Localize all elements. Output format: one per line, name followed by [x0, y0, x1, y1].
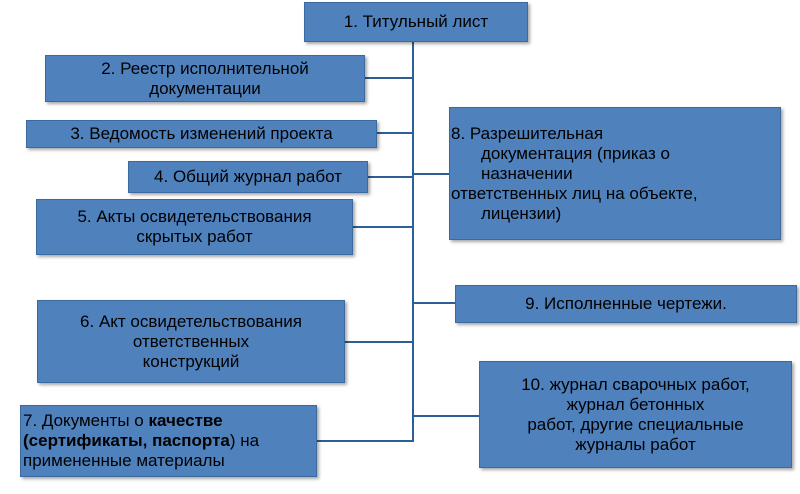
structures-label-1: 6. Акт освидетельствования: [80, 311, 302, 331]
hidden-works-label-1: 5. Акты освидетельствования: [77, 207, 312, 226]
special-logs-label-3: работ, другие специальные: [527, 414, 744, 434]
quality-docs-pre: 7. Документы о: [23, 411, 149, 430]
connector-b9: [413, 302, 455, 304]
permits-label-1: 8. Разрешительная: [451, 123, 604, 143]
structures-label-3: конструкций: [142, 351, 240, 371]
trunk-lower: [412, 420, 414, 441]
structures-box: 6. Акт освидетельствования ответственных…: [37, 300, 345, 383]
connector-b4: [368, 176, 413, 178]
title-page-box: 1. Титульный лист: [304, 2, 528, 42]
connector-b10: [413, 415, 479, 417]
as-built-box: 9. Исполненные чертежи.: [455, 285, 797, 323]
special-logs-box: 10. журнал сварочных работ, журнал бетон…: [479, 361, 792, 468]
permits-label-4: ответственных лиц на объекте,: [451, 183, 698, 203]
change-sheet-box: 3. Ведомость изменений проекта: [26, 120, 377, 148]
connector-b7: [317, 440, 414, 442]
quality-docs-label-1: 7. Документы о качестве: [23, 411, 316, 431]
registry-label-2: документации: [149, 78, 261, 98]
connector-b8: [413, 173, 449, 175]
quality-docs-box: 7. Документы о качестве (сертификаты, па…: [20, 405, 317, 477]
trunk-connector: [412, 42, 414, 420]
connector-b2: [365, 77, 413, 79]
permits-label-5: лицензии): [481, 203, 562, 223]
quality-docs-post: ) на: [229, 431, 260, 450]
quality-docs-label-3: примененные материалы: [23, 451, 225, 470]
registry-box: 2. Реестр исполнительной документации: [45, 55, 365, 102]
title-page-label: 1. Титульный лист: [343, 12, 489, 31]
quality-docs-bold-2: (сертификаты, паспорта: [23, 431, 230, 450]
hidden-works-label-2: скрытых работ: [136, 227, 253, 246]
permits-label-2: документация (приказ о: [481, 143, 670, 163]
general-log-label: 4. Общий журнал работ: [154, 167, 342, 186]
permits-label-3: назначении: [481, 163, 573, 183]
connector-b3: [377, 132, 413, 134]
quality-docs-label-2: (сертификаты, паспорта) на: [23, 431, 316, 451]
special-logs-label-4: журналы работ: [575, 434, 696, 454]
hidden-works-box: 5. Акты освидетельствования скрытых рабо…: [36, 199, 353, 255]
special-logs-label-1: 10. журнал сварочных работ,: [521, 374, 750, 394]
registry-label-1: 2. Реестр исполнительной: [101, 58, 309, 78]
quality-docs-bold-1: качестве: [148, 411, 223, 430]
as-built-label: 9. Исполненные чертежи.: [525, 294, 727, 313]
structures-label-2: ответственных: [132, 331, 250, 351]
connector-b6: [345, 341, 413, 343]
permits-box: 8. Разрешительная документация (приказ о…: [449, 107, 781, 240]
connector-b5: [353, 226, 413, 228]
general-log-box: 4. Общий журнал работ: [128, 161, 368, 193]
change-sheet-label: 3. Ведомость изменений проекта: [70, 124, 333, 143]
special-logs-label-2: журнал бетонных: [566, 394, 705, 414]
